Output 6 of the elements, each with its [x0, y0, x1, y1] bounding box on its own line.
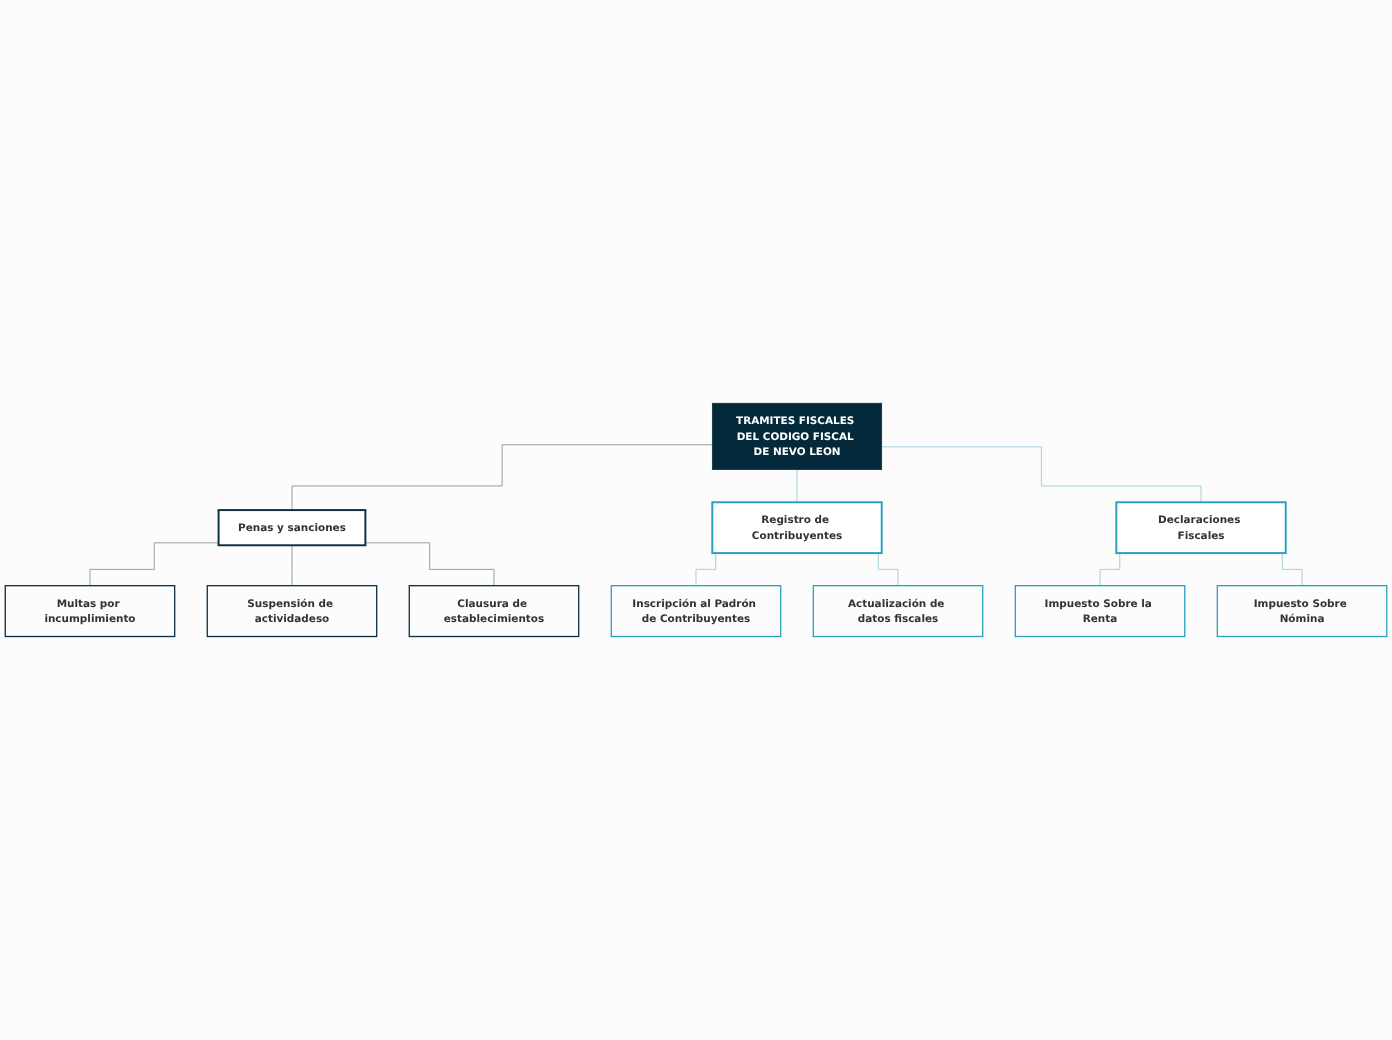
connector	[291, 444, 713, 511]
connector	[89, 542, 220, 587]
connector	[364, 542, 495, 587]
connector	[291, 544, 293, 587]
connector	[796, 469, 798, 503]
connector	[881, 446, 1202, 503]
